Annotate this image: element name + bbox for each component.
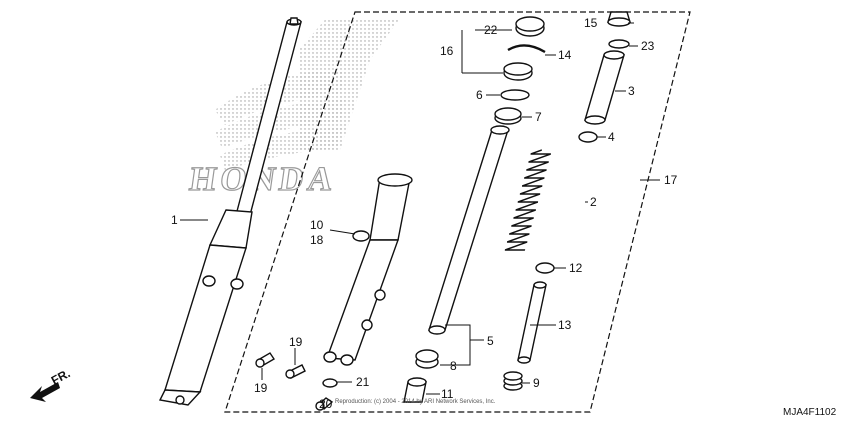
- part-15-fork-bolt: [607, 11, 631, 27]
- part-12-piston-ring: [535, 262, 555, 274]
- part-22-dust-seal: [515, 16, 545, 37]
- assembly-frame: [224, 11, 691, 413]
- part-19-bolts: [255, 352, 306, 379]
- part-23-o-ring: [608, 39, 630, 49]
- part-3-collar: [584, 50, 625, 125]
- part-10-18-bottom-case: [323, 173, 413, 366]
- callout-19-lower: 19: [254, 381, 268, 395]
- callout-5: 5: [487, 334, 494, 348]
- callout-12: 12: [569, 261, 583, 275]
- front-direction-indicator: FR.: [30, 366, 72, 402]
- callout-16: 16: [440, 44, 454, 58]
- front-arrow-icon: [30, 382, 60, 402]
- part-6-back-up-ring: [500, 89, 530, 101]
- callout-22: 22: [484, 23, 498, 37]
- part-8-bushing: [415, 349, 439, 369]
- callout-18: 18: [310, 233, 324, 247]
- part-20-drain-bolt: [315, 397, 334, 411]
- part-1-fork-assembly: [158, 17, 302, 406]
- callout-2: 2: [590, 195, 597, 209]
- part-4-spring-seat: [578, 131, 598, 143]
- part-16-oil-seal: [503, 62, 533, 81]
- callout-6: 6: [476, 88, 483, 102]
- part-21-washer: [322, 378, 338, 388]
- callout-3: 3: [628, 84, 635, 98]
- part-2-fork-spring: [504, 149, 551, 251]
- part-11-oil-lock-piece: [403, 377, 427, 403]
- callout-13: 13: [558, 318, 572, 332]
- callout-20: 20: [319, 397, 333, 411]
- callout-8: 8: [450, 359, 457, 373]
- callout-11: 11: [441, 387, 454, 401]
- callout-9: 9: [533, 376, 540, 390]
- callout-1: 1: [171, 213, 178, 227]
- diagram-code: MJA4F1102: [783, 407, 837, 418]
- part-9-rebound-spring: [503, 371, 523, 391]
- callout-14: 14: [558, 48, 572, 62]
- callout-7: 7: [535, 110, 542, 124]
- part-13-fork-piston: [517, 281, 547, 364]
- callout-21: 21: [356, 375, 370, 389]
- callout-23: 23: [641, 39, 655, 53]
- callout-10: 10: [310, 218, 324, 232]
- copyright-text: Reproduction: (c) 2004 - 2014 by ARI Net…: [335, 399, 496, 405]
- part-14-stopper-ring: [507, 44, 546, 54]
- part-5-fork-pipe: [428, 125, 510, 335]
- part-7-guide-bushing: [494, 107, 522, 125]
- callout-17: 17: [664, 173, 678, 187]
- leader-lines: [180, 22, 660, 408]
- callout-15: 15: [584, 16, 598, 30]
- callout-4: 4: [608, 130, 615, 144]
- front-direction-label: FR.: [49, 366, 73, 387]
- callout-19-upper: 19: [289, 335, 303, 349]
